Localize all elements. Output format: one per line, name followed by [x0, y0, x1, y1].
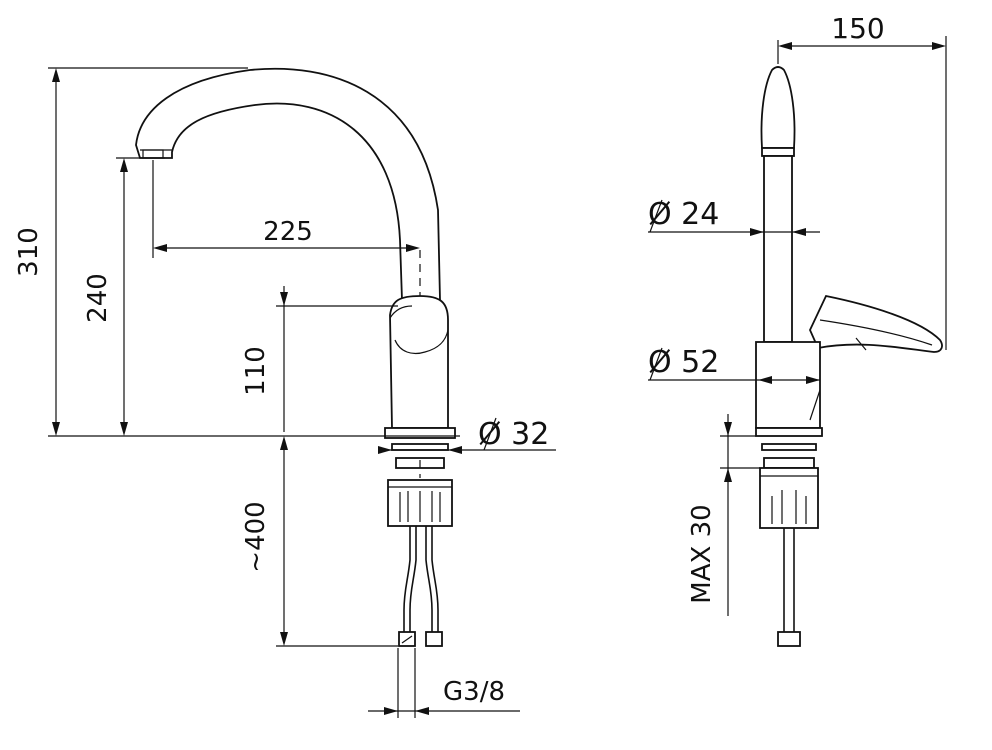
dim-spout-diameter: Ø 24 [648, 197, 719, 232]
dim-hose-length: ~400 [241, 501, 271, 572]
side-view: 150 Ø 24 Ø 52 MAX 30 [648, 12, 947, 647]
dim-total-height: 310 [14, 227, 44, 277]
dim-spout-reach: 225 [263, 217, 313, 247]
front-view: 310 240 225 110 Ø 32 ~400 [14, 67, 556, 718]
dim-connection-thread: G3/8 [443, 677, 505, 707]
dim-base-diameter: Ø 32 [478, 417, 549, 452]
handle-outline [809, 294, 943, 353]
dim-body-height: 110 [241, 346, 271, 396]
spout-tip-outline [760, 66, 796, 149]
dim-body-diameter: Ø 52 [648, 345, 719, 380]
dim-max-deck-thickness: MAX 30 [687, 504, 717, 603]
dim-outlet-height: 240 [83, 273, 113, 323]
spout-outline [135, 67, 441, 301]
body-outline [389, 295, 449, 429]
dim-handle-depth: 150 [831, 12, 884, 45]
